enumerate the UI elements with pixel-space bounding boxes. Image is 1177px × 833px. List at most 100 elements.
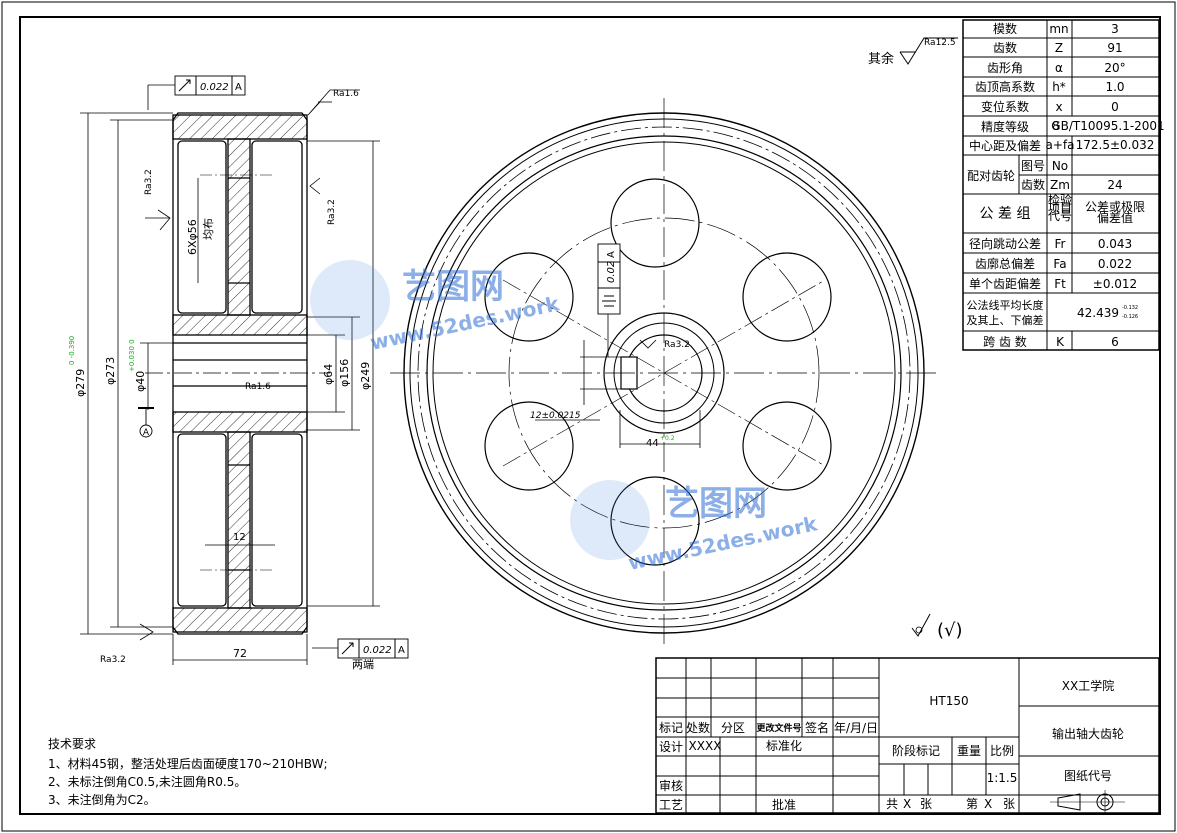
notes-line-2: 2、未标注倒角C0.5,未注圆角R0.5。: [48, 774, 246, 789]
tol-col1-header: 检验项目代号: [1048, 192, 1072, 223]
tb-gongyi: 工艺: [659, 798, 683, 812]
param-value-6: 172.5±0.032: [1076, 138, 1155, 152]
tol-value-2: ±0.012: [1093, 277, 1137, 291]
rest-ra-value: Ra12.5: [924, 38, 956, 48]
param-value-5: GB/T10095.1-2001: [1051, 119, 1164, 133]
tolerance-frame-top: 0.022 A: [147, 75, 246, 110]
param-value-4: 0: [1111, 100, 1119, 114]
check-mark-text: (√): [937, 620, 963, 641]
notes-line-1: 1、材料45钢，整活处理后齿面硬度170~210HBW;: [48, 756, 328, 771]
tb-sheji: 设计: [659, 740, 683, 754]
tol-symbol-1: Fa: [1053, 257, 1066, 271]
section-view: [145, 112, 330, 635]
watermark-brand-2: 艺图网: [665, 484, 767, 524]
dim-d273: φ273: [104, 357, 117, 385]
tb-school: XX工学院: [1062, 678, 1114, 693]
tol-symbol-2: Ft: [1054, 277, 1066, 291]
tb-bili: 比例: [990, 744, 1014, 758]
parameter-table: 模数 mn 3 齿数 Z 91 齿形角 α 20° 齿顶高系数 h* 1.0 变…: [962, 19, 1165, 351]
param-symbol-4: x: [1055, 100, 1062, 114]
tb-h-chushu: 处数: [686, 720, 710, 735]
section-roughness: [139, 89, 360, 641]
rest-label: 其余: [868, 51, 894, 67]
dim-w12: 12: [233, 532, 246, 543]
tol-group-label: 公 差 组: [980, 206, 1031, 222]
frame-border: [19, 16, 1161, 815]
tol-top-datum: A: [235, 82, 242, 93]
tol-value-0: 0.043: [1098, 237, 1132, 251]
tol-value-1: 0.022: [1098, 257, 1132, 271]
notes-line-3: 3、未注倒角为C2。: [48, 792, 156, 807]
dim-w72: 72: [233, 647, 247, 660]
tb-zhang2: 张: [1003, 797, 1015, 811]
tech-notes: 技术要求 1、材料45钢，整活处理后齿面硬度170~210HBW; 2、未标注倒…: [48, 737, 328, 807]
tol-bottom-datum: A: [398, 645, 405, 656]
tb-h-genggai: 更改文件号: [756, 722, 801, 734]
tol-col2-header: 公差或极限偏差值: [1085, 200, 1145, 225]
tol-top-value: 0.022: [200, 82, 229, 93]
mate-name-1: 齿数: [1021, 177, 1045, 192]
datum-a-label: A: [143, 428, 150, 438]
tb-designer: XXXX: [689, 739, 722, 753]
tb-shenhe: 审核: [659, 778, 683, 793]
param-value-2: 20°: [1104, 61, 1125, 75]
tb-part-name: 输出轴大齿轮: [1052, 726, 1124, 741]
k-symbol: K: [1056, 335, 1065, 349]
param-name-4: 变位系数: [981, 99, 1029, 114]
dim-d40-tol: +0.030 0: [128, 339, 136, 372]
tolerance-frame-bottom: 0.022 A 两端: [312, 638, 409, 671]
tb-gong: 共: [886, 797, 898, 811]
param-name-3: 齿顶高系数: [975, 79, 1035, 94]
keyway-roughness-mark: [639, 339, 657, 349]
param-name-0: 模数: [993, 21, 1017, 36]
tb-h-qianming: 签名: [805, 720, 829, 735]
param-name-2: 齿形角: [987, 61, 1023, 75]
ra-right: Ra3.2: [327, 199, 337, 225]
dim-key-height: 44: [646, 438, 659, 449]
dim-d40: φ40: [134, 371, 147, 392]
datum-a-marker: A: [138, 407, 154, 438]
mate-gear-label: 配对齿轮: [967, 169, 1015, 183]
tb-drawing-code: 图纸代号: [1064, 769, 1112, 783]
mate-symbol-0: No: [1052, 159, 1068, 173]
wk-name-1: 公法线平均长度: [967, 298, 1044, 312]
wk-value: 42.439: [1077, 306, 1119, 320]
param-name-1: 齿数: [993, 40, 1017, 55]
wk-name-2: 及其上、下偏差: [967, 313, 1044, 327]
tb-biaozhunhua: 标准化: [766, 739, 802, 753]
tb-x2: X: [984, 797, 992, 811]
dim-d64: φ64: [322, 364, 335, 385]
param-value-3: 1.0: [1105, 80, 1124, 94]
wk-lower-dev: -0.126: [1122, 314, 1138, 320]
param-name-5: 精度等级: [981, 119, 1029, 134]
dim-d279-tol: 0 -0.390: [68, 336, 76, 365]
tb-h-biaoji: 标记: [659, 721, 683, 735]
dim-holes-even: 均布: [202, 218, 215, 240]
tb-zhang1: 张: [920, 797, 932, 811]
watermark-brand-1: 艺图网: [402, 267, 504, 307]
k-value: 6: [1111, 335, 1119, 349]
param-symbol-2: α: [1055, 61, 1063, 75]
sym-tol-value: 0.02: [606, 261, 617, 283]
tol-name-1: 齿廓总偏差: [975, 256, 1035, 271]
mate-value-1: 24: [1107, 178, 1122, 192]
mate-name-0: 图号: [1021, 159, 1045, 173]
ra-keyway: Ra3.2: [664, 340, 690, 350]
mate-symbol-1: Zm: [1050, 178, 1070, 192]
watermark-2: 艺图网 www.52des.work: [570, 480, 820, 575]
tb-material: HT150: [929, 694, 968, 708]
both-ends-label: 两端: [352, 658, 374, 671]
general-roughness-symbol: (√): [911, 613, 963, 641]
tb-jieduan: 阶段标记: [892, 743, 940, 758]
projection-symbol-icon: [1050, 790, 1125, 814]
param-symbol-0: mn: [1049, 22, 1068, 36]
title-block: 标记 处数 分区 更改文件号 签名 年/月/日 设计 XXXX 标准化 审核 工…: [655, 657, 1160, 814]
ra-left: Ra3.2: [144, 169, 154, 195]
ra-top: Ra1.6: [333, 89, 359, 99]
k-name: 跨 齿 数: [983, 334, 1027, 349]
rest-roughness: 其余 Ra12.5: [868, 37, 958, 67]
tb-h-date: 年/月/日: [834, 721, 878, 735]
param-symbol-5: 8: [1052, 119, 1060, 133]
